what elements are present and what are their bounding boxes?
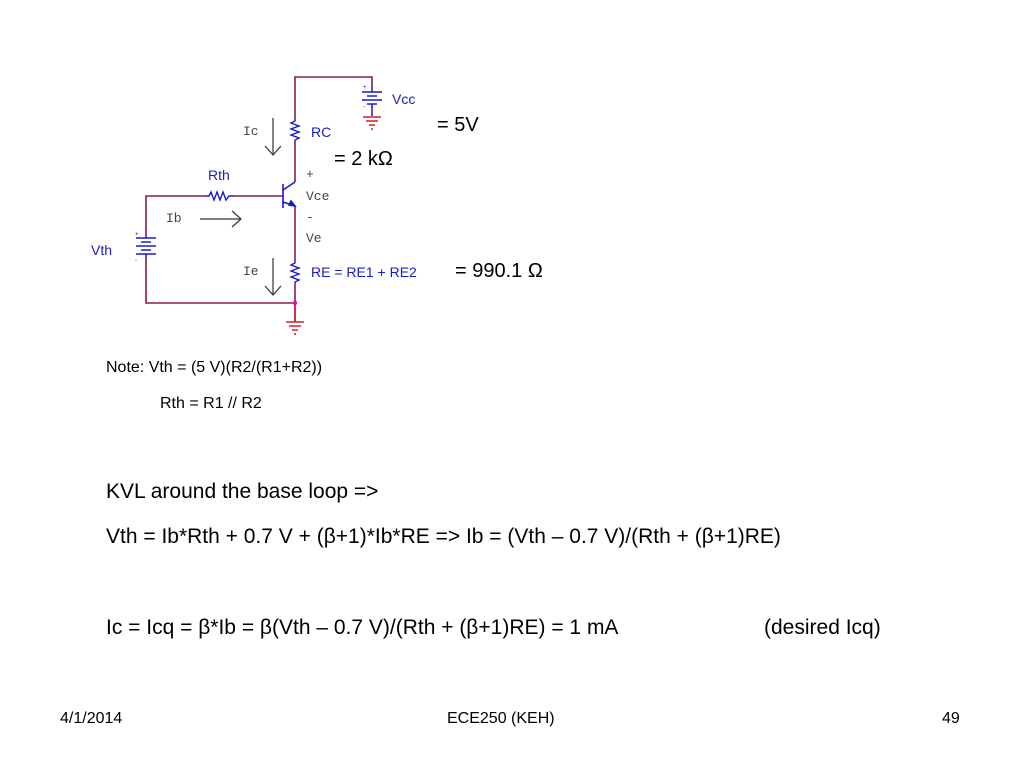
transistor: [282, 181, 297, 208]
ic-label: Ic: [243, 124, 259, 139]
wires: [145, 76, 373, 322]
re-resistor: [289, 260, 301, 284]
vcc-wire: [294, 76, 373, 118]
vce-label: Vce: [306, 189, 330, 204]
svg-text:+: +: [363, 85, 367, 91]
note-rth: Rth = R1 // R2: [160, 395, 262, 412]
ic-arrow: [264, 118, 282, 156]
kvl-heading: KVL around the base loop =>: [106, 480, 379, 503]
kvl-equation: Vth = Ib*Rth + 0.7 V + (β+1)*Ib*RE => Ib…: [106, 525, 781, 548]
vth-label: Vth: [91, 242, 113, 258]
ie-label: Ie: [243, 264, 259, 279]
ic-note: (desired Icq): [764, 616, 881, 639]
ie-arrow: [264, 258, 282, 296]
vth-battery: + -: [135, 232, 156, 264]
footer-course: ECE250 (KEH): [447, 710, 555, 727]
vcc-ground-symbol: [363, 116, 381, 130]
rth-resistor: [206, 190, 234, 202]
rth-label: Rth: [208, 167, 230, 183]
svg-text:+: +: [135, 232, 139, 238]
ic-equation: Ic = Icq = β*Ib = β(Vth – 0.7 V)/(Rth + …: [106, 616, 619, 639]
ib-label: Ib: [166, 211, 182, 226]
rc-value: = 2 kΩ: [334, 148, 393, 170]
rc-resistor: [289, 118, 301, 142]
re-value: = 990.1 Ω: [455, 260, 543, 282]
vcc-value: = 5V: [437, 114, 479, 136]
svg-text:-: -: [363, 104, 365, 110]
circuit-schematic: + - + -: [135, 76, 382, 335]
svg-text:-: -: [135, 258, 137, 264]
ib-arrow: [200, 210, 242, 228]
page-number: 49: [942, 710, 960, 727]
vce-minus-label: -: [306, 210, 314, 225]
vth-bottom-wire: [145, 260, 295, 304]
ground-node: [292, 300, 298, 306]
ground-symbol: [286, 303, 304, 335]
rc-label: RC: [311, 124, 332, 140]
footer-date: 4/1/2014: [60, 710, 123, 727]
note-vth: Note: Vth = (5 V)(R2/(R1+R2)): [106, 359, 323, 376]
re-label: RE = RE1 + RE2: [311, 264, 417, 280]
vce-plus-label: +: [306, 167, 314, 182]
vth-top-wire: [145, 195, 206, 235]
vcc-label: Vcc: [392, 91, 416, 107]
vcc-battery: + -: [362, 85, 382, 116]
ve-label: Ve: [306, 231, 322, 246]
